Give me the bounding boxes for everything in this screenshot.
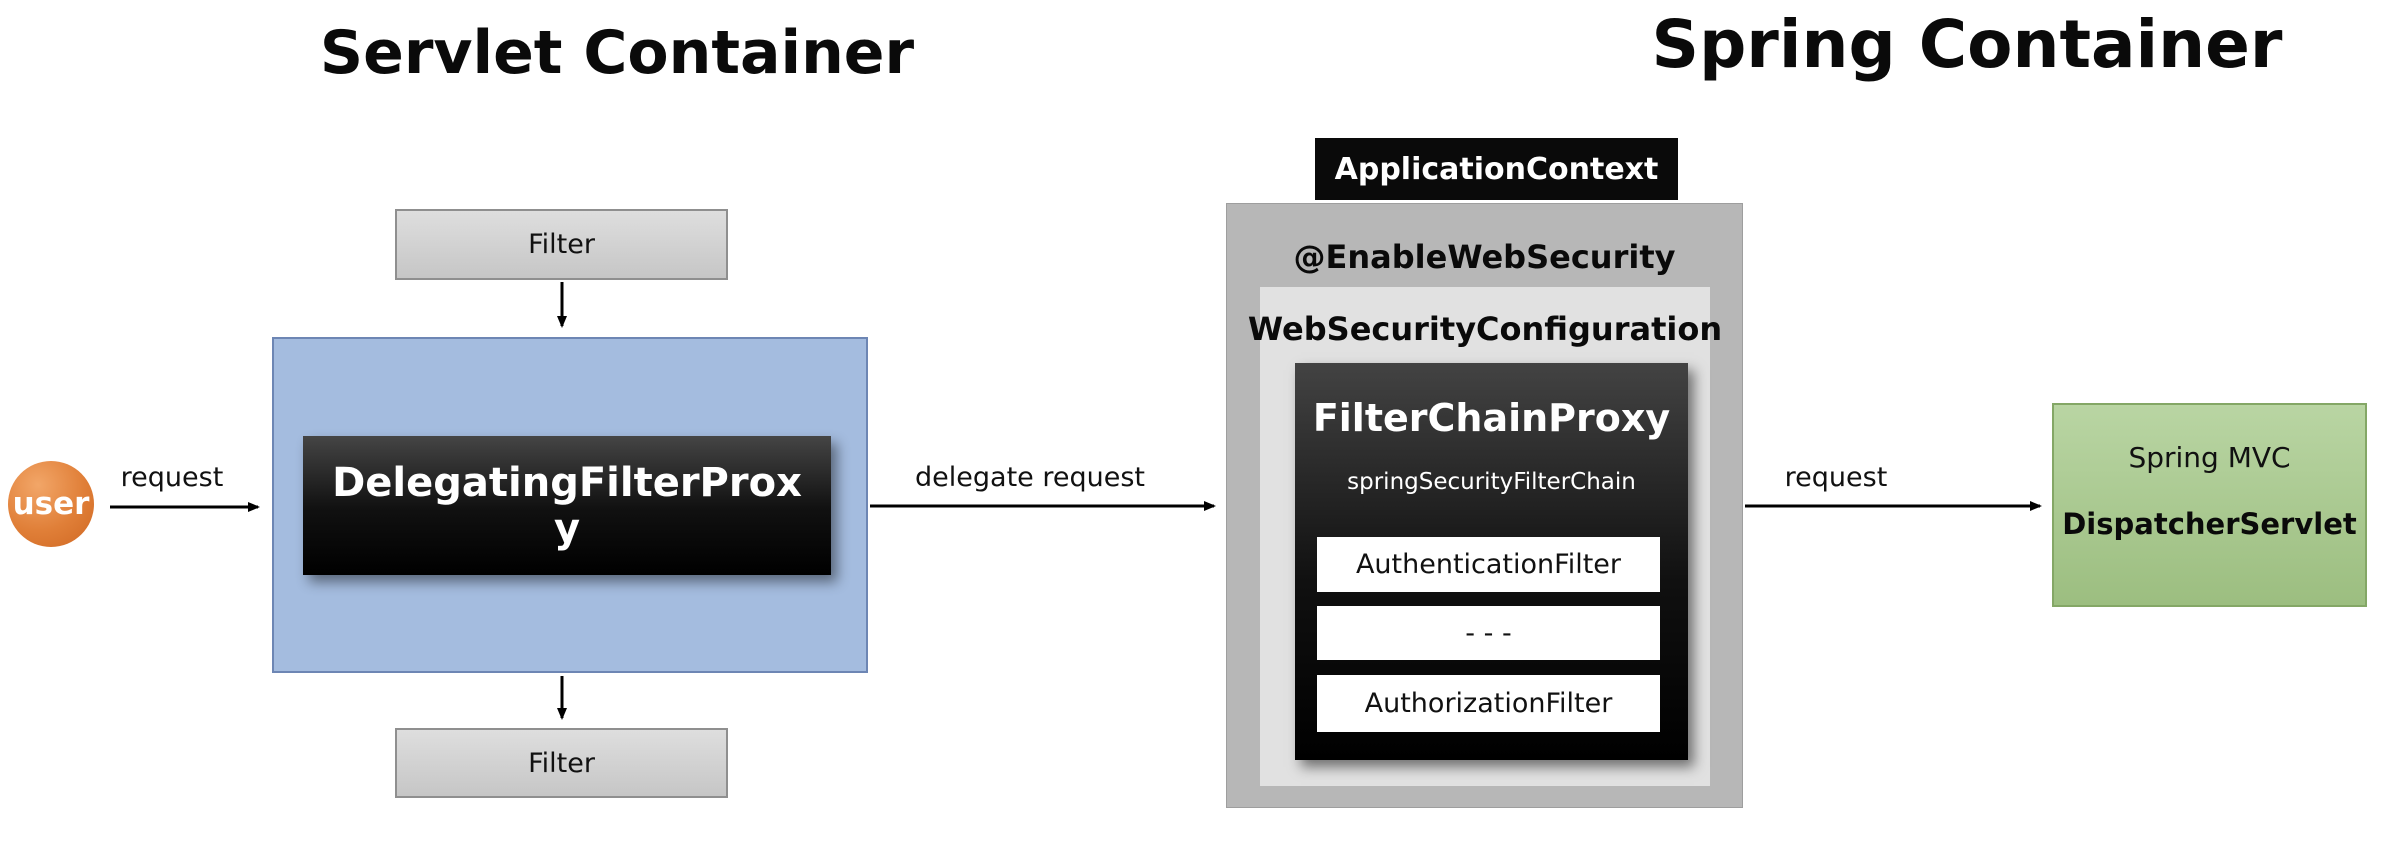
authorization-filter-row: AuthorizationFilter [1317,675,1660,732]
filter-bottom-label: Filter [528,747,595,779]
application-context-label: ApplicationContext [1315,138,1678,200]
filter-box-top: Filter [395,209,728,280]
user-actor-label: user [12,486,90,522]
dispatcher-servlet-label: DispatcherServlet [2062,507,2357,541]
application-context-text: ApplicationContext [1334,151,1659,187]
request-right-label: request [1784,462,1888,493]
spring-mvc-box: Spring MVC DispatcherServlet [2052,403,2367,607]
filter-box-bottom: Filter [395,728,728,798]
ellipsis-filter-label: - - - [1465,617,1512,649]
filter-chain-proxy-box: FilterChainProxy springSecurityFilterCha… [1295,363,1688,760]
user-actor-icon: user [8,461,94,547]
spring-security-filter-chain-label: springSecurityFilterChain [1347,469,1636,495]
filter-top-label: Filter [528,229,595,260]
spring-container-title: Spring Container [1651,6,2283,83]
request-left-label: request [120,462,224,493]
ellipsis-filter-row: - - - [1317,606,1660,660]
authentication-filter-row: AuthenticationFilter [1317,537,1660,592]
delegating-filter-proxy-label: DelegatingFilterProxy [332,459,802,552]
servlet-container-title: Servlet Container [319,18,915,88]
web-security-configuration-label: WebSecurityConfiguration [1247,310,1723,348]
delegating-filter-proxy-box: DelegatingFilterProxy [303,436,831,575]
authorization-filter-label: AuthorizationFilter [1364,688,1613,719]
spring-mvc-label: Spring MVC [2128,441,2291,474]
authentication-filter-label: AuthenticationFilter [1355,549,1622,580]
enable-web-security-label: @EnableWebSecurity [1293,238,1676,276]
filter-chain-proxy-title: FilterChainProxy [1312,396,1671,440]
delegate-request-label: delegate request [915,462,1145,493]
